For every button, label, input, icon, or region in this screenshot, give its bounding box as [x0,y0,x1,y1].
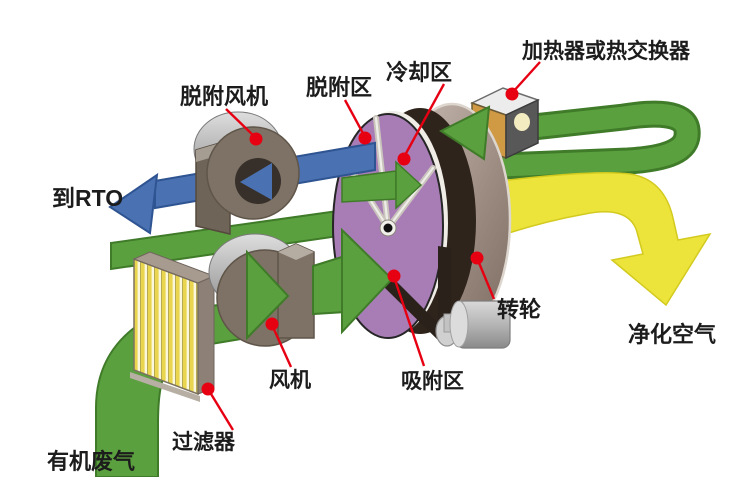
label-heater: 加热器或热交换器 [521,39,691,63]
cooling-zone-arrow [341,160,423,210]
label-desorption-fan: 脱附风机 [180,84,268,109]
heater-indicator-dot [514,113,530,131]
label-organic-waste-gas: 有机废气 [47,449,135,474]
label-purified-air: 净化空气 [628,322,716,347]
filter-panel [130,251,216,402]
filter-frame [197,275,215,395]
wheel-axle [383,223,393,233]
label-fan: 风机 [269,368,311,392]
label-filter: 过滤器 [172,430,236,454]
label-desorption-zone: 脱附区 [306,75,372,100]
callout-dots [201,87,519,396]
desorption-fan-body [193,111,300,235]
regeneration-loop-arrow [451,100,701,182]
loop-arrowhead [438,105,491,161]
label-rotary-wheel: 转轮 [497,297,541,322]
main-fan-body [208,233,315,347]
fan-inlet-arrowhead [246,249,290,341]
label-adsorption-zone: 吸附区 [401,370,464,393]
callout-lines [206,61,541,431]
adsorption-inlet-arrow [312,227,394,335]
purified-air-arrow [449,172,712,307]
blue-arrowhead-in-fan [240,163,272,200]
label-cooling-zone: 冷却区 [386,60,452,85]
label-to-rto: 到RTO [52,185,123,211]
